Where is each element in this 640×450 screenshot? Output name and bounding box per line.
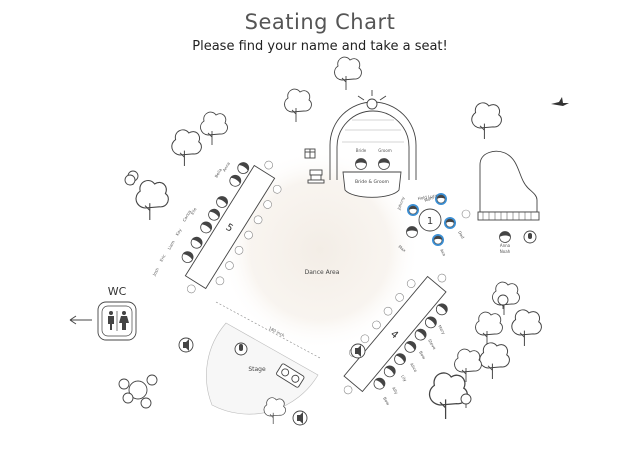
tree-icon <box>263 397 286 425</box>
guest-name: Ally <box>391 386 399 395</box>
speaker-icon <box>178 337 194 353</box>
table-number: 1 <box>427 216 433 227</box>
head-table-label: Bride & Groom <box>355 179 390 185</box>
guest-name: Josh <box>151 266 160 277</box>
page-subtitle: Please find your name and take a seat! <box>192 39 448 54</box>
guest-name: Bella <box>214 167 224 179</box>
guest-avatar <box>179 249 196 266</box>
guest-name: Bow <box>382 396 391 406</box>
guest-avatar <box>198 219 215 236</box>
guest-name: Hold Lucy <box>417 193 438 201</box>
microphone-icon <box>234 342 248 356</box>
lightbulb-icon <box>124 174 136 186</box>
page-title: Seating Chart <box>245 10 396 34</box>
guest-name: Kay <box>175 227 183 236</box>
table-number: 4 <box>388 329 400 342</box>
microphone-icon <box>523 230 537 244</box>
wedding-arch <box>329 90 417 180</box>
tree-icon <box>200 111 228 146</box>
guest-name: Max <box>397 244 407 254</box>
guest-name: Ava <box>439 248 447 257</box>
guest-avatar <box>213 193 231 211</box>
chair-icon <box>342 383 355 396</box>
cake-icon <box>307 169 325 184</box>
table-4: 4 <box>342 272 451 396</box>
guest-name: Elle <box>190 206 198 215</box>
guest-name: Liam <box>167 240 176 251</box>
tree-icon <box>475 311 503 346</box>
tree-icon <box>471 102 502 140</box>
guest-name: Mary <box>437 324 447 336</box>
wc-area: WC <box>69 285 137 341</box>
chair-icon <box>461 209 471 219</box>
piano-guest-label: Noah <box>500 249 511 254</box>
guest-avatar <box>431 233 445 247</box>
bride-label: Bride <box>356 148 367 153</box>
guest-name: Johnny <box>396 195 406 211</box>
guest-name: Bow <box>418 350 427 360</box>
stage: Stage <box>206 322 319 415</box>
bride-avatar <box>355 158 367 170</box>
bush-icon <box>497 294 509 310</box>
guest-name: Anna <box>222 161 232 173</box>
guest-avatar <box>406 203 420 217</box>
tree-icon <box>171 129 202 167</box>
dj-console-icon <box>276 363 305 388</box>
guest-avatar <box>188 234 205 251</box>
table-1: 1 Johnny Mom Dad Hold Lucy Max Ava <box>396 192 471 257</box>
tree-icon <box>334 56 362 91</box>
dance-area-label: Dance Area <box>305 269 340 276</box>
chair-icon <box>185 283 198 295</box>
guest-name: Steve <box>427 338 437 351</box>
groom-avatar <box>378 158 390 170</box>
tree-icon <box>479 342 510 380</box>
guest-avatar <box>206 206 223 223</box>
tree-icon <box>511 309 542 347</box>
guest-name: Alice <box>409 362 418 373</box>
gift-icon <box>304 148 316 159</box>
tree-icon <box>284 88 312 123</box>
head-table: Bride & Groom Bride Groom <box>342 148 402 198</box>
groom-label: Groom <box>378 148 392 153</box>
side-table <box>118 374 158 409</box>
guest-avatar <box>443 216 457 230</box>
piano-guest <box>499 231 511 243</box>
bird-icon <box>551 97 569 106</box>
guest-name: Mom <box>424 195 435 203</box>
guest-avatar <box>235 159 252 177</box>
guest-name: Lily <box>400 374 408 383</box>
guest-avatar <box>406 226 418 238</box>
table-5: 5 <box>179 159 283 295</box>
chair-icon <box>435 272 448 285</box>
table-number: 5 <box>224 222 235 235</box>
arrow-left-icon <box>69 315 92 325</box>
stage-label: Stage <box>248 366 266 373</box>
wc-label: WC <box>108 285 127 298</box>
piano-icon <box>477 150 540 221</box>
speaker-icon <box>350 343 366 359</box>
guest-name: Eric <box>159 254 167 263</box>
guest-avatar <box>227 172 244 189</box>
tree-icon <box>135 179 169 221</box>
speaker-icon <box>292 410 308 426</box>
bush-icon <box>460 393 472 409</box>
guest-name: Dad <box>457 230 466 240</box>
dance-floor <box>220 150 420 350</box>
guest-name: Carlos <box>182 209 193 222</box>
piano-guest-label: Anna <box>500 243 511 248</box>
